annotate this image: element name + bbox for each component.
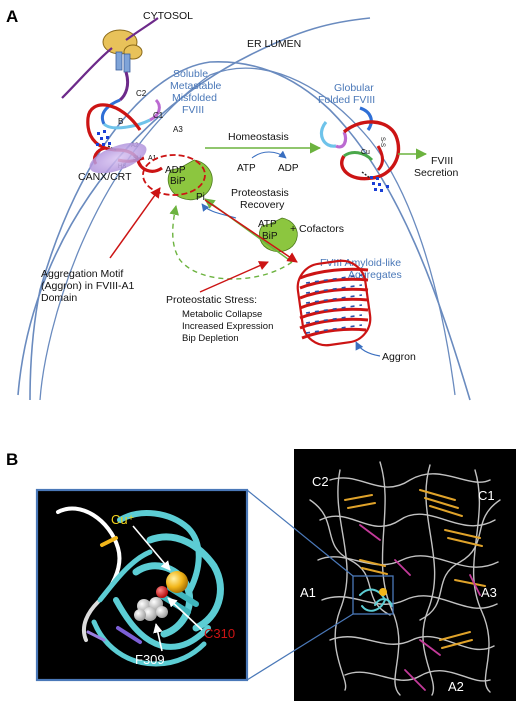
c310-label: C310	[204, 626, 235, 641]
stress-title: Proteostatic Stress:	[166, 294, 257, 306]
domain-a2-label-b: A2	[448, 679, 464, 694]
aggron-motif-arrow	[109, 187, 161, 259]
zoom-detail-panel	[35, 488, 249, 682]
domain-c2-label: C2	[136, 89, 147, 98]
adp-label: ADP	[165, 165, 186, 176]
canx-crt-label: CANX/CRT	[78, 171, 132, 183]
stress-item-1: Metabolic Collapse	[182, 309, 262, 320]
bip-to-aggregate-arrow	[204, 199, 298, 263]
recovery-dashed-arrow	[169, 205, 293, 280]
globular-label-1: Globular	[334, 82, 374, 94]
aggron-label: Aggron	[382, 351, 416, 363]
stress-item-2: Increased Expression	[182, 321, 273, 332]
panel-b: B	[6, 449, 516, 701]
sulfur-cluster	[134, 586, 168, 621]
panel-a-letter: A	[6, 7, 18, 26]
stress-arrow	[199, 261, 269, 293]
canx-crt-chaperone	[89, 142, 147, 174]
copper-ion	[166, 571, 188, 593]
cu-pointer-arrow	[132, 525, 171, 571]
atp-adp-arrow	[251, 150, 287, 159]
pi-label: Pi	[196, 192, 205, 203]
domain-b-label: B	[118, 117, 123, 126]
cytosol-label: CYTOSOL	[143, 10, 193, 22]
aggron-motif-label-1: Aggregation Motif	[41, 268, 123, 280]
soluble-label-4: FVIII	[182, 104, 204, 116]
recovery-label-1: Proteostasis	[231, 187, 289, 199]
amyloid-aggregate	[296, 259, 372, 347]
adp-right-label: ADP	[278, 163, 299, 174]
er-membrane-inner	[29, 60, 471, 401]
amyloid-label-1: FVIII Amyloid-like	[320, 257, 401, 269]
ss-small-label: S-S	[379, 137, 385, 147]
soluble-label-2: Metastable	[170, 80, 222, 92]
domain-a3-label: A3	[173, 125, 183, 134]
atp-small-label: ATP	[258, 219, 277, 230]
panel-a: A CYTOSOL ER LUMEN C2 C1 A3 B A2	[6, 7, 471, 401]
full-structure-render	[309, 461, 501, 696]
folded-fviii	[320, 106, 401, 181]
panel-b-letter: B	[6, 450, 18, 469]
globular-label-2: Folded FVIII	[318, 94, 375, 106]
bip-label: BiP	[170, 176, 186, 187]
c310-pointer-arrow	[167, 597, 203, 631]
f309-label: F309	[135, 652, 165, 667]
a1-ribbon-render	[56, 506, 224, 667]
cu-plus-label: Cu⁺	[111, 512, 134, 527]
secretion-label-2: Secretion	[414, 167, 459, 179]
domain-a3-label-b: A3	[481, 585, 497, 600]
er-membrane-inner-2	[39, 67, 456, 401]
aggron-motif-label-3: Domain	[41, 292, 77, 304]
f309-pointer-arrow	[153, 623, 163, 652]
soluble-label-3: Misfolded	[172, 92, 217, 104]
stress-item-3: Bip Depletion	[182, 333, 239, 344]
atp-label: ATP	[237, 163, 256, 174]
bip-adp-chaperone	[142, 154, 213, 201]
aggron-pointer-arrow	[355, 341, 381, 357]
homeostasis-label: Homeostasis	[228, 131, 289, 143]
er-lumen-label: ER LUMEN	[247, 38, 301, 50]
zoom-connector-bottom	[246, 613, 354, 681]
aggron-motif-label-2: (Aggron) in FVIII-A1	[41, 280, 135, 292]
pi-arrow	[201, 203, 237, 219]
bip-small-label: BiP	[262, 231, 278, 242]
domain-c1-label: C1	[153, 111, 164, 120]
nascent-chain	[61, 17, 159, 99]
domain-a1-label-b: A1	[300, 585, 316, 600]
cofactors-label: + Cofactors	[290, 223, 344, 235]
glycan-icon-right	[361, 171, 389, 192]
zoom-box	[352, 575, 394, 615]
soluble-label-1: Soluble	[173, 68, 208, 80]
secretion-label-1: FVIII	[431, 155, 453, 167]
domain-c1-label-b: C1	[478, 488, 495, 503]
domain-c2-label-b: C2	[312, 474, 329, 489]
zoom-connector-top	[246, 489, 354, 577]
recovery-label-2: Recovery	[240, 199, 285, 211]
domain-a1-label: A1	[148, 155, 157, 162]
cu-small-label: Cu	[361, 149, 370, 156]
